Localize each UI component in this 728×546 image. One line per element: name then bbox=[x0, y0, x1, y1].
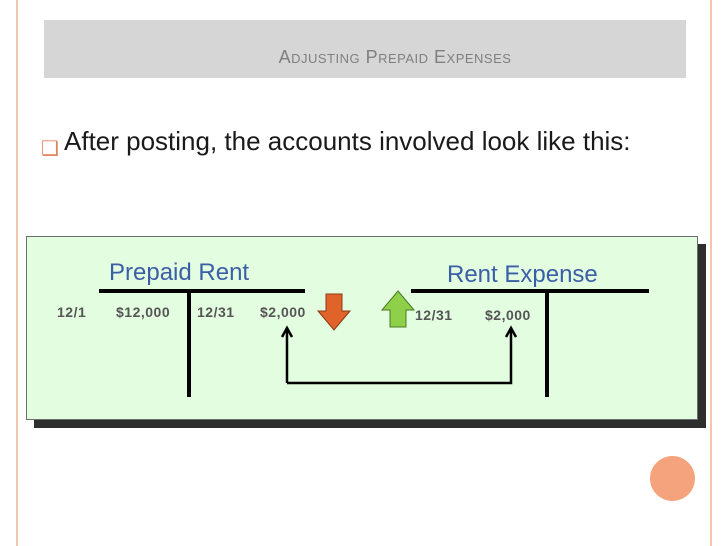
prepaid-rent-credit-amount: $2,000 bbox=[260, 304, 306, 320]
decorative-circle bbox=[650, 456, 695, 501]
rent-expense-t-top bbox=[411, 289, 649, 293]
arrow-down-icon bbox=[317, 293, 351, 331]
bullet-item: ❑ After posting, the accounts involved l… bbox=[41, 122, 658, 160]
bullet-icon: ❑ bbox=[41, 138, 59, 160]
t-account-panel: Prepaid Rent 12/1 $12,000 12/31 $2,000 R… bbox=[26, 236, 698, 420]
prepaid-rent-t-stem bbox=[187, 289, 191, 397]
slide-title-bar: Adjusting Prepaid Expenses bbox=[44, 20, 686, 78]
slide-frame bbox=[16, 0, 712, 546]
prepaid-rent-title: Prepaid Rent bbox=[109, 259, 250, 286]
slide-title: Adjusting Prepaid Expenses bbox=[278, 47, 512, 67]
rent-expense-debit-amount: $2,000 bbox=[485, 307, 531, 323]
rent-expense-t-stem bbox=[545, 289, 549, 397]
rent-expense-debit-date: 12/31 bbox=[415, 307, 453, 323]
bullet-text: After posting, the accounts involved loo… bbox=[64, 126, 631, 156]
posting-connector bbox=[280, 325, 517, 385]
prepaid-rent-debit-amount: $12,000 bbox=[116, 304, 171, 320]
prepaid-rent-credit-date: 12/31 bbox=[197, 304, 235, 320]
rent-expense-title: Rent Expense bbox=[447, 261, 598, 288]
prepaid-rent-t-top bbox=[99, 289, 305, 293]
prepaid-rent-debit-date: 12/1 bbox=[57, 304, 87, 320]
arrow-up-icon bbox=[381, 290, 415, 328]
